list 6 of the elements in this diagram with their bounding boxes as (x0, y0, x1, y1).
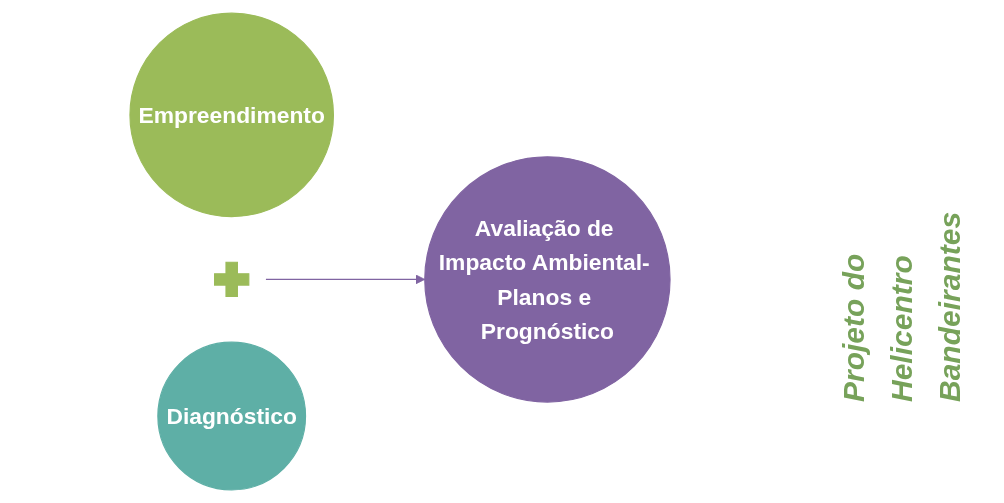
node-circle: Avaliação de Impacto Ambiental- Planos e Prognóstico (424, 156, 671, 403)
node-circle: Empreendimento (129, 12, 334, 218)
node-plus (214, 261, 250, 298)
vertical-title: Projeto do Helicentro Bandeirantes (836, 210, 967, 402)
node-circle: Diagnóstico (157, 341, 307, 491)
arrow (265, 274, 426, 285)
